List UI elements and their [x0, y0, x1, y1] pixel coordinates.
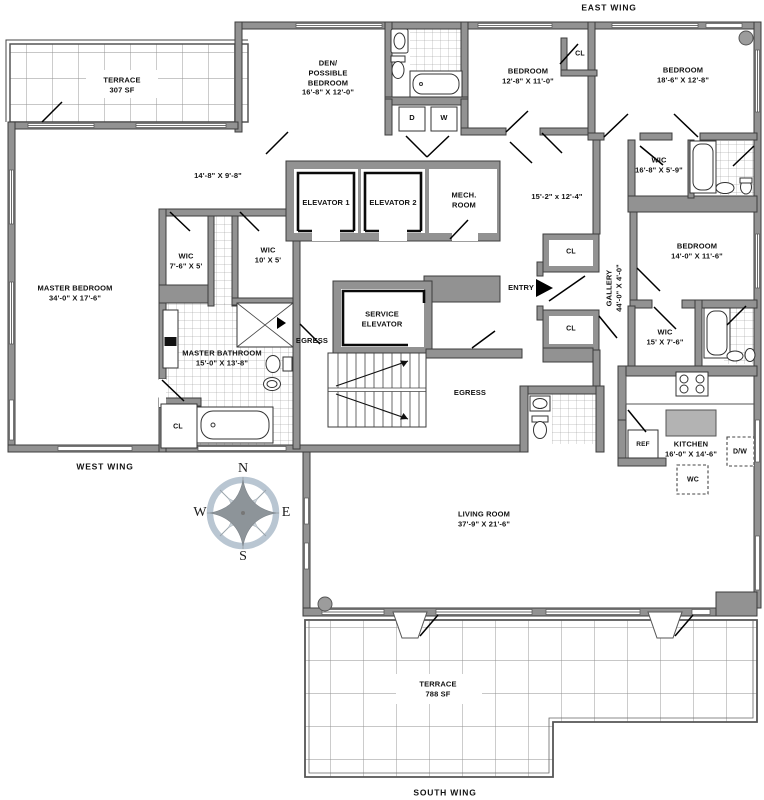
- bathroom-fixtures-north: [390, 28, 463, 98]
- elevator2-label: ELEVATOR 2: [369, 198, 417, 208]
- bathroom-fixtures-egress: [529, 395, 551, 439]
- fridge-label: REF: [636, 440, 650, 448]
- south-wing-label: SOUTH WING: [413, 787, 477, 798]
- washer-label: W: [440, 113, 448, 123]
- mech-room-label: MECH. ROOM: [451, 190, 477, 209]
- compass-south-label: S: [239, 549, 247, 564]
- stairs: [327, 352, 427, 428]
- bathroom-fixtures-northeast: [689, 140, 753, 195]
- elevator1-label: ELEVATOR 1: [302, 198, 350, 208]
- kitchen-fixtures: [625, 371, 755, 495]
- closet-master-label: CL: [173, 423, 183, 431]
- center-room-dims-label: 15'-2" x 12'-4": [531, 192, 583, 202]
- structural-columns: [317, 30, 754, 612]
- dryer-label: D: [409, 113, 415, 123]
- terrace-doors: [392, 611, 694, 639]
- laundry-appliances: [398, 106, 458, 132]
- windows: [9, 23, 760, 615]
- compass-rose: [206, 476, 280, 550]
- west-wing-label: WEST WING: [76, 461, 134, 472]
- east-wing-label: EAST WING: [581, 2, 637, 13]
- compass-north-label: N: [237, 461, 249, 476]
- closet-gallery-bottom-label: CL: [566, 325, 576, 333]
- door-gaps: [159, 169, 593, 407]
- bathroom-fixtures-east: [703, 307, 756, 362]
- elevator-cabs: [296, 171, 426, 347]
- wc-label: WC: [687, 476, 699, 484]
- closet-gallery-top-label: CL: [566, 248, 576, 256]
- egress-east-label: EGRESS: [453, 388, 487, 398]
- terrace-south: [304, 619, 758, 778]
- entry-arrow: [536, 279, 553, 297]
- compass-west-label: W: [193, 505, 207, 520]
- entry-label: ENTRY: [508, 283, 534, 293]
- closet-n-label: CL: [575, 50, 585, 58]
- master-bathroom-fixtures: [160, 302, 294, 449]
- door-swings: [41, 43, 755, 433]
- dishwasher-label: D/W: [732, 448, 748, 456]
- compass-east-label: E: [281, 505, 291, 520]
- foyer-dims-label: 14'-8" X 9'-8": [194, 171, 242, 181]
- service-elevator-label: SERVICE ELEVATOR: [361, 309, 403, 328]
- egress-west-label: EGRESS: [295, 336, 329, 346]
